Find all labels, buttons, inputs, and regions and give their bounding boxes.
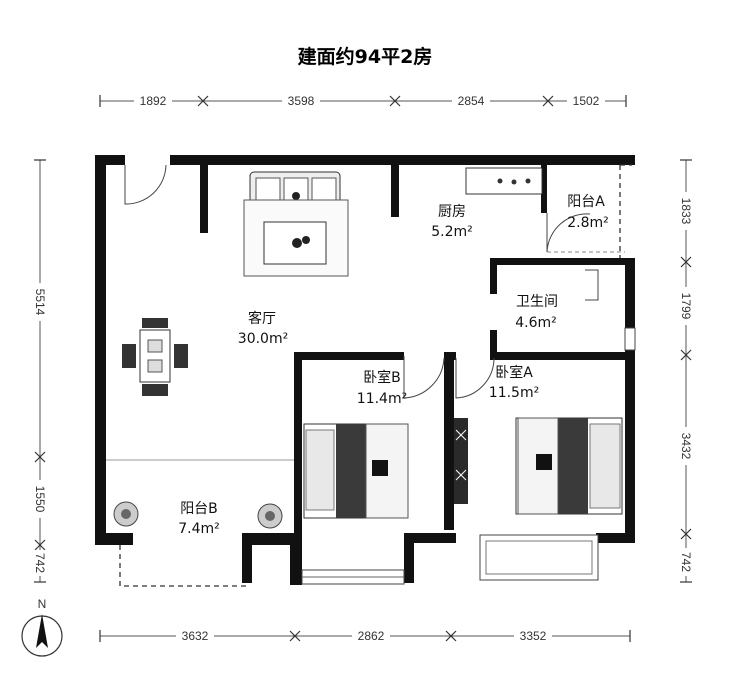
room-balcony-a-area: 2.8m² [567,215,609,231]
room-bedroom-a-area: 11.5m² [489,385,539,401]
dim-top-2: 3598 [288,94,315,108]
doors [124,164,591,399]
compass-label: N [38,597,47,611]
top-dimension-line: 1892 3598 2854 1502 [99,93,627,109]
room-bathroom-name: 卫生间 [516,294,558,310]
room-kitchen-name: 厨房 [438,204,466,220]
dim-left-1: 5514 [33,289,47,316]
dim-bottom-3: 3352 [520,629,547,643]
plant-icon [113,501,139,527]
dim-left-2: 1550 [33,486,47,513]
dim-bottom-1: 3632 [182,629,209,643]
north-arrow-icon: N [21,597,63,657]
dim-right-3: 3432 [679,433,693,460]
room-bedroom-b-name: 卧室B [363,369,401,386]
plan-title: 建面约94平2房 [298,45,433,68]
dining-table-icon [122,318,188,396]
dim-right-1: 1833 [679,198,693,225]
dim-left-3: 742 [33,553,47,573]
wardrobe-icon [454,418,468,504]
stove-icon [465,167,543,195]
bottom-dimension-line: 3632 2862 3352 [99,628,631,644]
dim-right-4: 742 [679,552,693,572]
room-balcony-b-area: 7.4m² [178,521,220,537]
room-kitchen-area: 5.2m² [431,224,473,240]
dim-top-3: 2854 [458,94,485,108]
dim-bottom-2: 2862 [358,629,385,643]
plant-icon [257,503,283,529]
dim-top-1: 1892 [140,94,167,108]
bed-b-icon [303,423,409,519]
room-balcony-a-name: 阳台A [567,194,605,210]
coffee-table-icon [243,199,349,277]
dim-top-4: 1502 [573,94,600,108]
room-bathroom-area: 4.6m² [515,315,557,331]
windows [106,164,636,587]
room-bedroom-b-area: 11.4m² [357,391,407,407]
room-balcony-b-name: 阳台B [180,501,218,517]
walls [95,155,635,585]
left-dimension-line: 5514 1550 742 [32,159,48,583]
dim-right-2: 1799 [679,293,693,320]
room-bedroom-a-name: 卧室A [495,364,533,381]
bed-a-icon [515,417,623,515]
room-living-area: 30.0m² [238,331,288,347]
right-dimension-line: 1833 1799 3432 742 [678,159,694,583]
toilet-icon [585,269,599,301]
room-living-name: 客厅 [248,310,276,327]
